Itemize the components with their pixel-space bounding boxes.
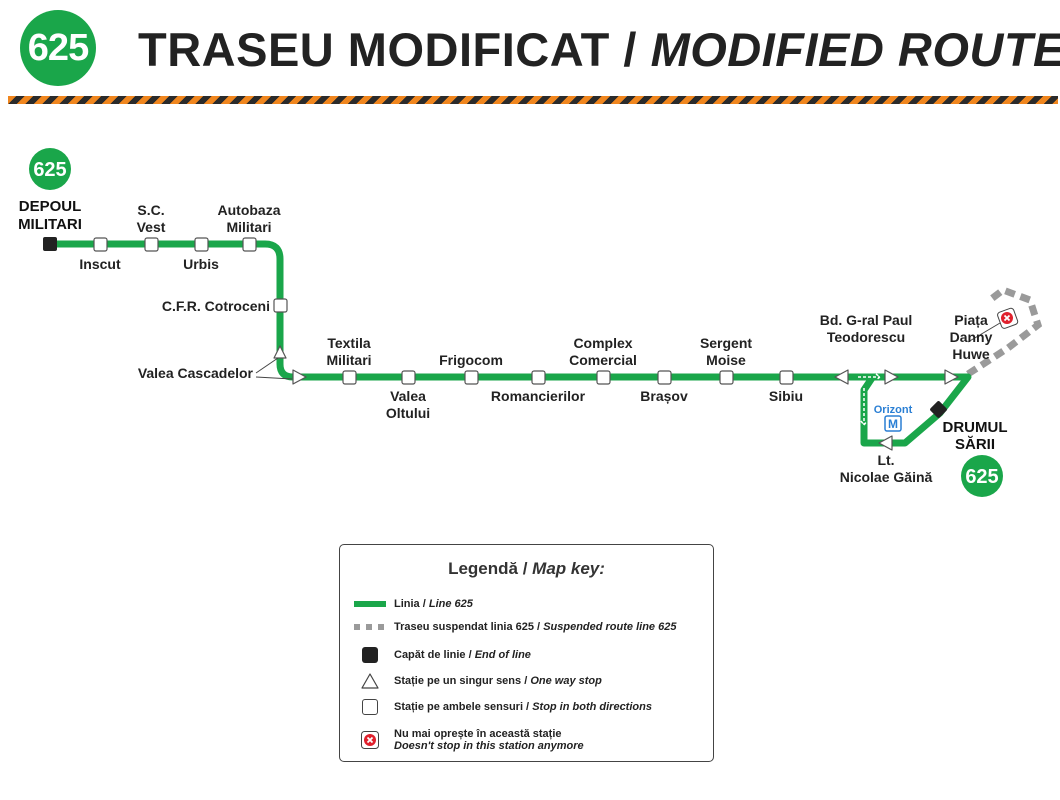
- callout-valea-cascadelor: [255, 376, 293, 380]
- label-piata-2: Danny: [950, 329, 993, 345]
- label-piata-3: Huwe: [952, 346, 990, 362]
- legend-title: Legendă / Map key:: [448, 559, 605, 578]
- stop-sc-vest: [144, 237, 159, 252]
- label-sergent-1: Sergent: [700, 335, 752, 351]
- route-badge-start-label: 625: [33, 159, 66, 181]
- no-stop-icon: [997, 307, 1019, 329]
- label-lt-gaina-2: Nicolae Găină: [840, 469, 933, 485]
- label-sergent-2: Moise: [706, 352, 746, 368]
- header: 625 TRASEU MODIFICAT / MODIFIED ROUTE: [0, 0, 1060, 96]
- legend-item-no-stop: Nu mai oprește în această stație Doesn't…: [354, 725, 584, 755]
- stop-romancierilor: [531, 370, 546, 385]
- callout-piata: [967, 322, 1001, 343]
- one-way-stop-valea-cascadelor-east: [292, 369, 307, 385]
- stop-complex: [596, 370, 611, 385]
- label-autobaza-1: Autobaza: [218, 202, 281, 218]
- one-way-stop-valea-cascadelor-north: [273, 345, 287, 359]
- label-sc-vest-2: Vest: [137, 219, 166, 235]
- label-piata-1: Piața: [954, 312, 988, 328]
- route-map: 625 DEPOUL MILITARI 625 DRUMUL SĂRII: [18, 148, 1043, 497]
- no-stop-legend-icon: [361, 731, 379, 749]
- end-of-line-square: [43, 237, 57, 251]
- suspended-route: [966, 286, 1043, 377]
- legend-item-one-way: Stație pe un singur sens / One way stop: [354, 671, 602, 691]
- one-way-stop-bd-gral-east: [884, 369, 899, 385]
- stop-brasov: [657, 370, 672, 385]
- direction-arrow: [860, 388, 868, 427]
- stop-valea-oltului: [401, 370, 416, 385]
- label-valea-cascadelor: Valea Cascadelor: [138, 365, 254, 381]
- route-badge-start: [29, 148, 71, 190]
- title-english: MODIFIED ROUTE: [650, 23, 1060, 76]
- metro-name: Orizont: [874, 404, 913, 416]
- label-sibiu: Sibiu: [769, 388, 803, 404]
- one-way-stop-piata-east: [944, 369, 959, 385]
- one-way-triangle-icon: [361, 673, 379, 689]
- direction-arrow: [858, 373, 882, 381]
- legend-item-end-of-line: Capăt de linie / End of line: [354, 645, 531, 665]
- label-bd-gral-1: Bd. G-ral Paul: [820, 312, 913, 328]
- stop-frigocom: [464, 370, 479, 385]
- label-valea-oltului-1: Valea: [390, 388, 426, 404]
- legend-item-line: Linia / Line 625: [354, 594, 473, 614]
- legend-item-two-way: Stație pe ambele sensuri / Stop in both …: [354, 697, 652, 717]
- one-way-stop-lt-gaina: [878, 435, 893, 451]
- stop-cfr: [273, 298, 288, 313]
- label-brasov: Brașov: [640, 388, 688, 404]
- callout-valea-cascadelor: [255, 357, 279, 374]
- end-of-line-square-icon: [362, 647, 378, 663]
- label-sc-vest-1: S.C.: [137, 202, 164, 218]
- label-complex-1: Complex: [573, 335, 632, 351]
- legend-item-suspended: Traseu suspendat linia 625 / Suspended r…: [354, 617, 676, 637]
- route-badge-end-label: 625: [965, 466, 998, 488]
- terminal-start-line2: MILITARI: [18, 216, 82, 233]
- metro-icon: [884, 415, 902, 432]
- stop-textila: [342, 370, 357, 385]
- end-of-line-square-drumul: [930, 401, 947, 418]
- stop-inscut: [93, 237, 108, 252]
- terminal-start-line1: DEPOUL: [19, 198, 82, 215]
- hazard-stripe: [8, 96, 1058, 104]
- label-complex-2: Comercial: [569, 352, 637, 368]
- stop-sibiu: [779, 370, 794, 385]
- page-title: TRASEU MODIFICAT / MODIFIED ROUTE: [138, 22, 1060, 77]
- one-way-stop-bd-gral-west: [834, 369, 849, 385]
- metro-symbol: M: [888, 417, 898, 431]
- terminal-end-line2: SĂRII: [955, 436, 995, 453]
- route-badge-end: [961, 455, 1003, 497]
- stop-sergent: [719, 370, 734, 385]
- legend-suspended-swatch: [354, 624, 386, 630]
- label-autobaza-2: Militari: [226, 219, 271, 235]
- label-cfr: C.F.R. Cotroceni: [162, 298, 270, 314]
- label-bd-gral-2: Teodorescu: [827, 329, 905, 345]
- label-textila-2: Militari: [326, 352, 371, 368]
- route-number-badge: 625: [20, 10, 96, 86]
- route-line: [50, 240, 972, 447]
- label-urbis: Urbis: [183, 256, 219, 272]
- label-textila-1: Textila: [327, 335, 371, 351]
- stop-autobaza: [242, 237, 257, 252]
- label-valea-oltului-2: Oltului: [386, 405, 430, 421]
- two-way-square-icon: [362, 699, 378, 715]
- legend-line-swatch: [354, 601, 386, 607]
- terminal-end-line1: DRUMUL: [943, 419, 1008, 436]
- label-romancierilor: Romancierilor: [491, 388, 586, 404]
- label-lt-gaina-1: Lt.: [877, 452, 894, 468]
- title-romanian: TRASEU MODIFICAT /: [138, 23, 637, 76]
- label-frigocom: Frigocom: [439, 352, 503, 368]
- stop-urbis: [194, 237, 209, 252]
- map-legend: Legendă / Map key: Linia / Line 625 Tras…: [339, 544, 714, 762]
- label-inscut: Inscut: [79, 256, 121, 272]
